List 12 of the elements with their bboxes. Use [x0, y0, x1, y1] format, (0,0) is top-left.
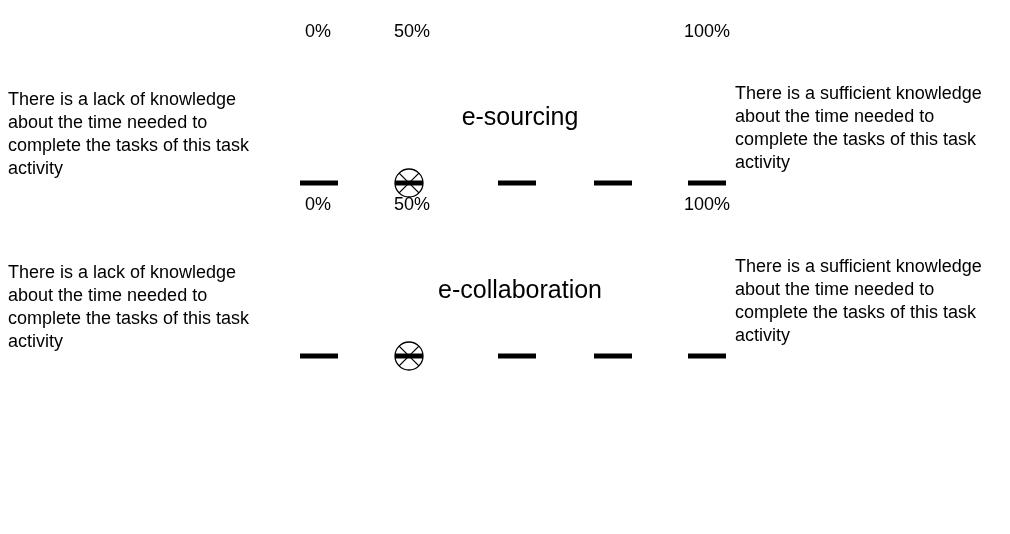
scale-title: e-sourcing — [460, 101, 580, 132]
scale-anchor-text: There is a lack of knowledge about the time needed to complete the tasks of this task activity — [8, 88, 251, 181]
scale-tick-label: 0% — [304, 20, 332, 43]
scale-tick-label: 100% — [682, 20, 731, 43]
scale-anchor-text: There is a sufficient knowledge about the time needed to complete the tasks of this task activity — [735, 255, 983, 348]
scale-anchor-text: There is a sufficient knowledge about the time needed to complete the tasks of this task activity — [735, 82, 983, 175]
scale-tick-label: 0% — [304, 193, 332, 216]
scale-tick-label: 100% — [682, 193, 731, 216]
scale-title: e-collaboration — [437, 274, 603, 305]
scale-tick-label: 50% — [393, 20, 431, 43]
scale-anchor-text: There is a lack of knowledge about the time needed to complete the tasks of this task activity — [8, 261, 251, 354]
scale-tick-label: 50% — [393, 193, 431, 216]
